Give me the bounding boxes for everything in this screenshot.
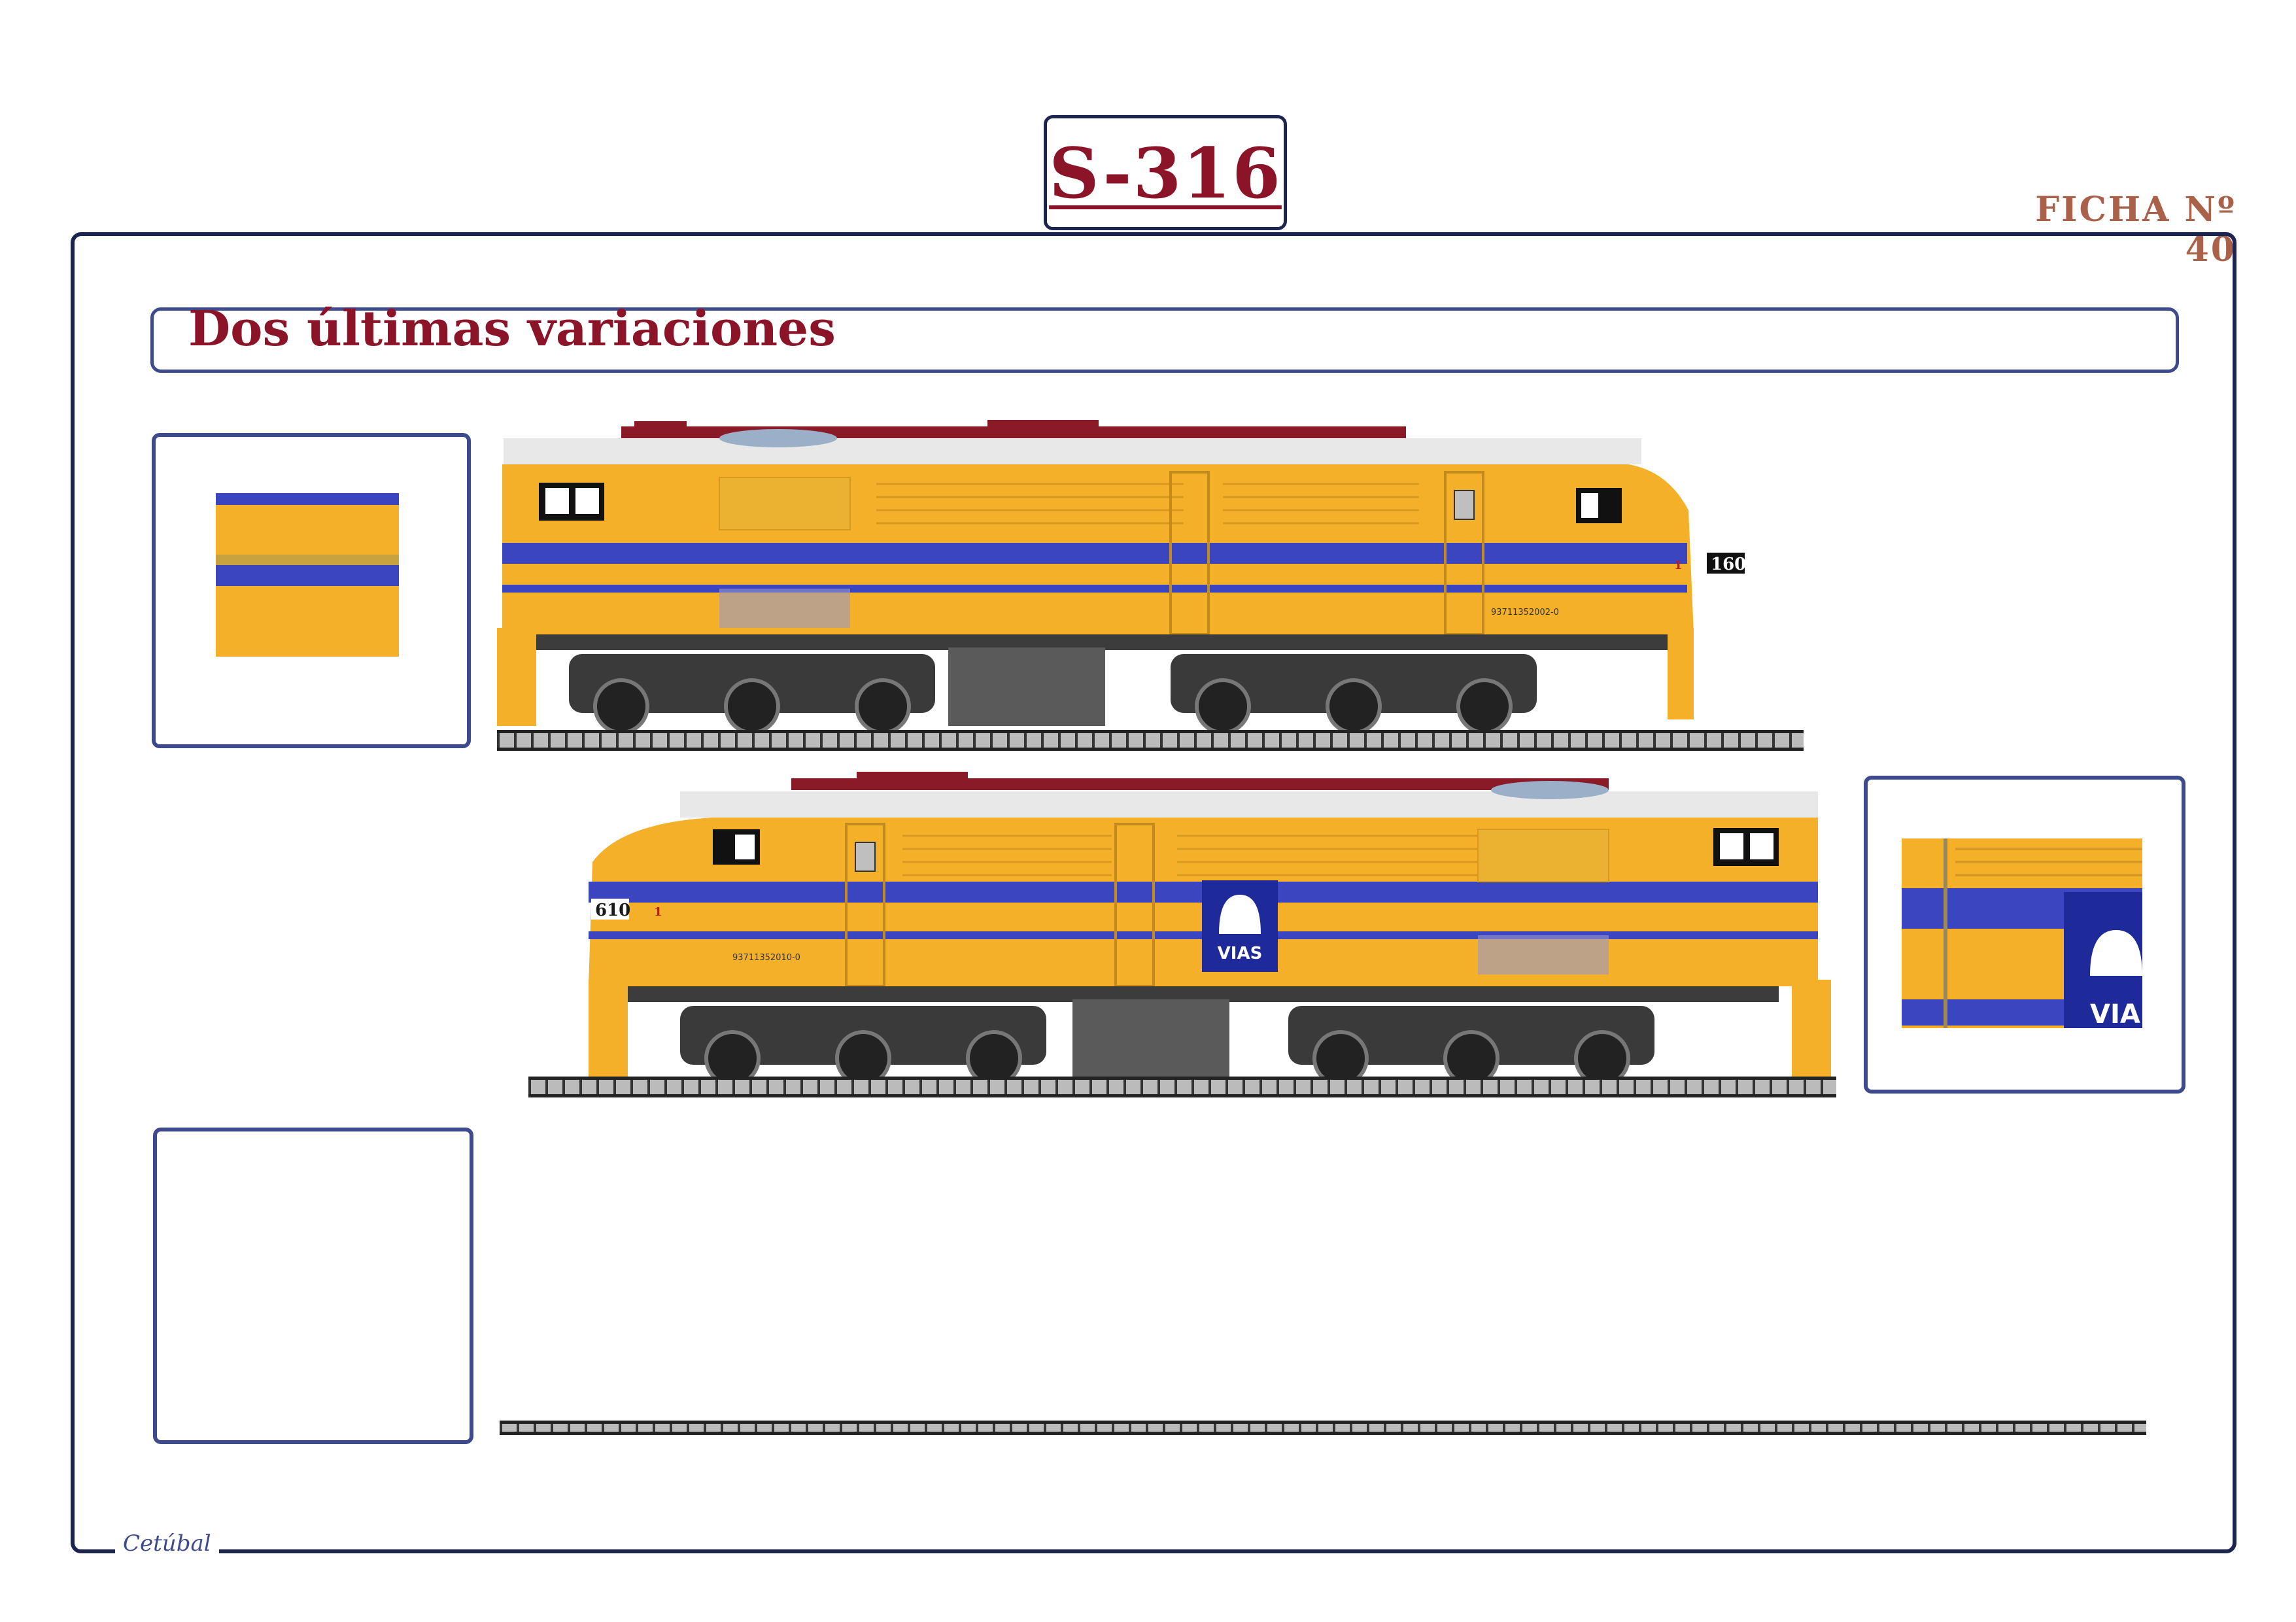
livery-swatch-box-3 [153,1128,473,1444]
rail-track-3 [500,1421,2146,1435]
loco-2-serial: 93711352010-0 [732,953,800,963]
loco-2-side-mark: 1 [654,905,662,919]
loco-1-number: 160 [1711,555,1746,574]
page-title: S-316 [1049,131,1282,214]
livery-swatch-2: VIA [1902,838,2142,1029]
section-title: Dos últimas variaciones [188,301,836,357]
loco-2-number: 610 [595,901,630,920]
rail-track-2 [528,1077,1836,1097]
livery-swatch-box-1 [152,433,471,748]
svg-text:VIA: VIA [2090,999,2140,1029]
livery-swatch-1 [216,493,399,657]
vias-logo-text: VIAS [1218,944,1263,963]
main-frame [71,232,2236,1553]
rail-track-1 [497,730,1804,751]
loco-1-side-mark: 1 [1674,559,1683,572]
signature: Cetúbal [115,1530,219,1557]
locomotive-610: VIAS 610 1 93711352010-0 [589,772,1831,1086]
livery-swatch-box-2: VIA [1864,776,2185,1094]
locomotive-160: 160 1 93711352002-0 [497,420,1746,734]
loco-1-serial: 93711352002-0 [1491,608,1559,617]
title-box: S-316 [1044,115,1287,230]
section-bar [150,307,2179,373]
